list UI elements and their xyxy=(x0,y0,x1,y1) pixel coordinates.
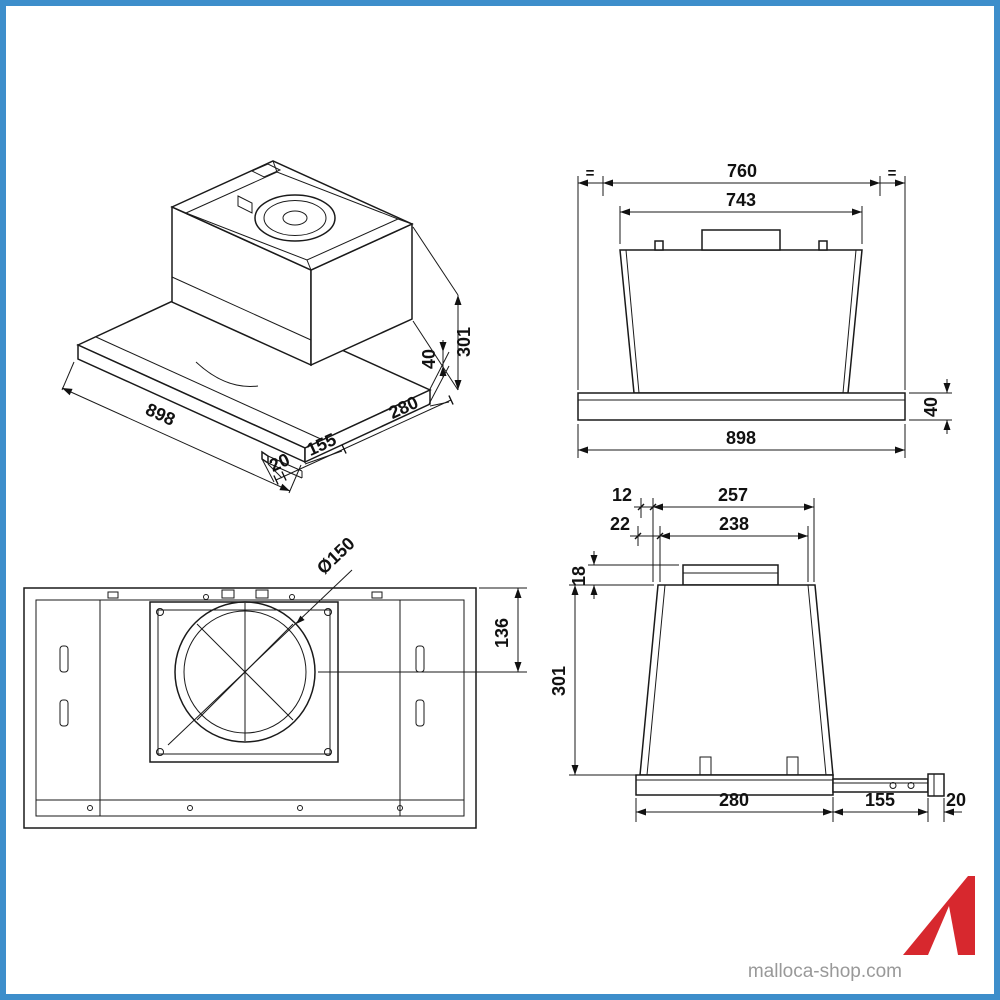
side-dim-18: 18 xyxy=(569,566,589,586)
logo-a-icon xyxy=(903,876,975,955)
isometric-view: 898 20 155 280 40 301 xyxy=(61,160,474,494)
front-equal-right: = xyxy=(888,165,897,182)
front-collar xyxy=(701,229,781,251)
malloca-logo xyxy=(903,876,975,955)
iso-handle xyxy=(195,361,259,387)
side-dim-20: 20 xyxy=(946,790,966,810)
bottom-outline xyxy=(23,587,477,829)
side-dim-238: 238 xyxy=(719,514,749,534)
iso-dim-40: 40 xyxy=(419,349,439,369)
front-dim-760: 760 xyxy=(727,161,757,181)
front-dim-40: 40 xyxy=(921,397,941,417)
side-body xyxy=(639,584,834,776)
bottom-dim-136: 136 xyxy=(492,618,512,648)
side-dim-12: 12 xyxy=(612,485,632,505)
side-rail-cap xyxy=(927,773,945,797)
iso-dim-301: 301 xyxy=(454,327,474,357)
bottom-duct-hole xyxy=(174,601,316,743)
side-dim-22: 22 xyxy=(610,514,630,534)
iso-plate-right xyxy=(304,388,431,464)
side-view: 12 257 22 238 18 301 280 155 20 xyxy=(549,485,966,822)
side-dim-301: 301 xyxy=(549,666,569,696)
iso-dim-898: 898 xyxy=(143,399,179,430)
bottom-dim-duct: Ø150 xyxy=(313,533,359,578)
front-body xyxy=(619,249,863,394)
front-view: 743 = = 760 898 40 xyxy=(577,161,952,458)
bottom-view: Ø150 136 xyxy=(23,533,527,829)
watermark-site-text: malloca-shop.com xyxy=(748,961,902,982)
side-collar xyxy=(682,564,779,586)
iso-fan-outlet xyxy=(254,194,336,242)
side-dim-280: 280 xyxy=(719,790,749,810)
drawing-canvas: 898 20 155 280 40 301 xyxy=(23,160,975,982)
side-dim-155: 155 xyxy=(865,790,895,810)
front-dim-743: 743 xyxy=(726,190,756,210)
front-plate xyxy=(577,392,906,421)
side-dim-257: 257 xyxy=(718,485,748,505)
front-dim-898: 898 xyxy=(726,428,756,448)
front-equal-left: = xyxy=(586,165,595,182)
